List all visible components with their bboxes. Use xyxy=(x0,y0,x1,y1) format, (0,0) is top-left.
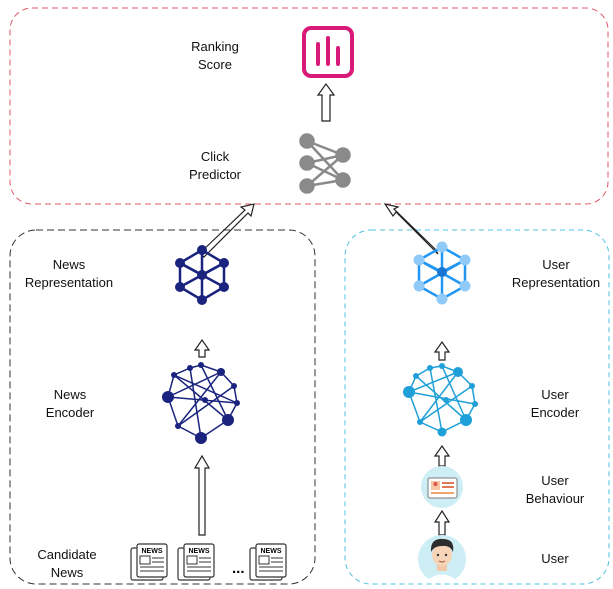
user-avatar-icon xyxy=(418,535,466,583)
neural-network-icon xyxy=(299,133,351,194)
arrow-news-to-predictor xyxy=(199,203,255,258)
arrow-predictor-to-score xyxy=(316,82,336,122)
newspaper-icon: NEWS xyxy=(177,543,215,581)
hexagon-network-icon xyxy=(175,245,229,305)
arrow-candidates-to-newsenc xyxy=(193,454,211,536)
hexagon-network-icon xyxy=(413,241,471,305)
newspaper-icon: NEWS xyxy=(249,543,287,581)
arrow-userenc-to-userrep xyxy=(433,340,451,361)
arrow-user-to-behaviour xyxy=(433,509,451,536)
arrow-newsenc-to-newsrep xyxy=(193,338,211,358)
user-profile-icon xyxy=(421,466,463,508)
bar-chart-icon xyxy=(302,26,354,78)
network-graph-icon xyxy=(162,362,240,444)
news-panel xyxy=(9,229,316,585)
newspaper-icon: NEWS xyxy=(130,543,168,581)
svg-text:NEWS: NEWS xyxy=(142,548,163,555)
svg-text:NEWS: NEWS xyxy=(189,548,210,555)
arrow-user-to-predictor xyxy=(383,203,439,255)
arrow-behaviour-to-userenc xyxy=(433,444,451,467)
svg-text:NEWS: NEWS xyxy=(261,548,282,555)
top-panel xyxy=(9,7,609,205)
user-label: User xyxy=(541,551,569,566)
network-graph-icon xyxy=(403,363,478,437)
ellipsis: ... xyxy=(232,560,245,577)
